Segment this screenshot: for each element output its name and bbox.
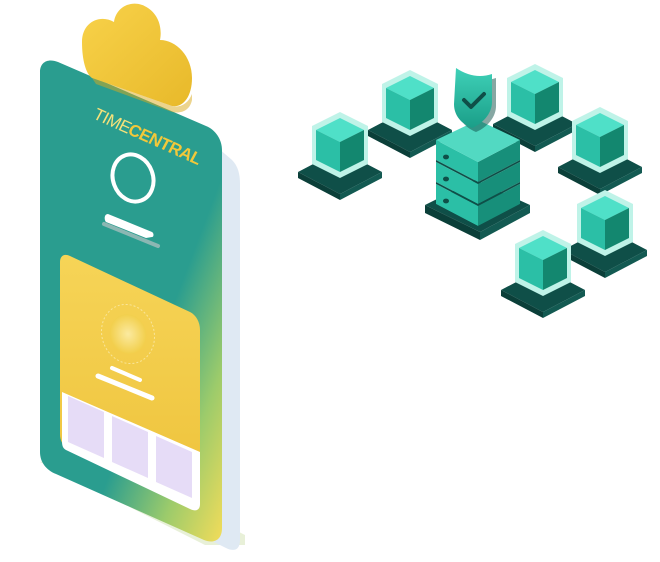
card-tile — [156, 436, 192, 498]
server-layer — [436, 162, 520, 206]
shield-check-icon — [454, 68, 496, 132]
network-cube — [368, 70, 452, 158]
card-tile — [68, 396, 104, 458]
server-layer — [436, 140, 520, 184]
profile-card — [60, 254, 200, 511]
network-cube — [563, 190, 647, 278]
network-cube — [493, 64, 577, 152]
network-cube — [501, 230, 585, 318]
cloud-icon — [82, 3, 192, 113]
card-name-line — [110, 366, 142, 382]
card-subtitle-line — [95, 373, 155, 401]
user-avatar-icon — [101, 303, 155, 365]
network-cube-cluster — [298, 64, 647, 318]
card-tile — [112, 416, 148, 478]
network-cube — [298, 112, 382, 200]
network-cube — [558, 107, 642, 195]
server-icon — [425, 120, 530, 240]
profile-ring-icon — [102, 152, 160, 248]
card-tiles — [68, 396, 192, 498]
server-layer — [436, 184, 520, 228]
